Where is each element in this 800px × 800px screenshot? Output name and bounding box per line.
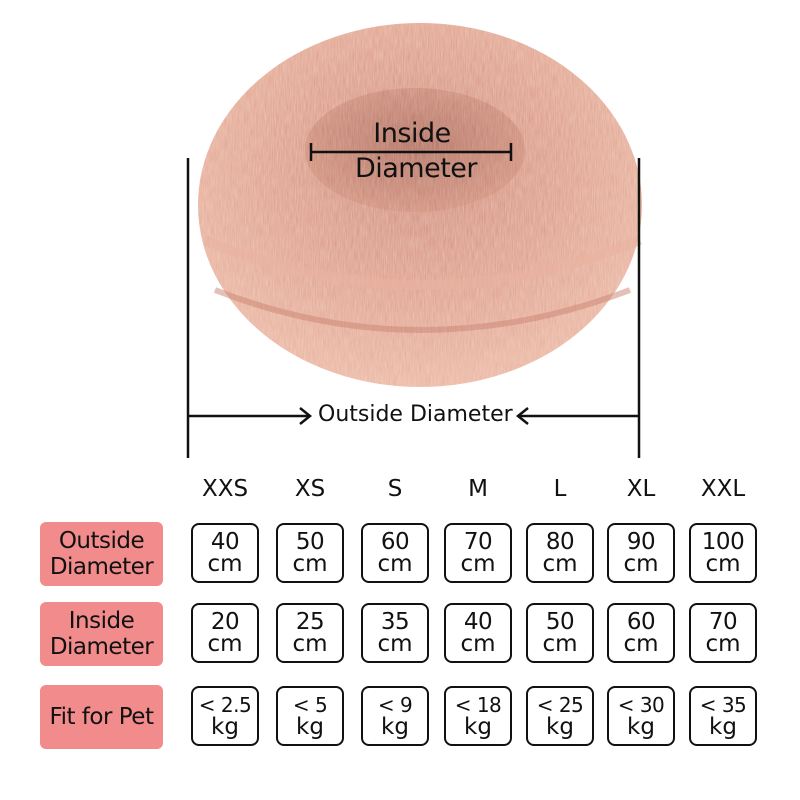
cell-unit: kg bbox=[627, 714, 655, 740]
cell-value: 20 bbox=[210, 609, 240, 635]
outside-diameter-label: Outside Diameter bbox=[318, 402, 513, 427]
cell-unit: cm bbox=[542, 551, 578, 577]
outside-diameter-marker bbox=[186, 158, 641, 458]
inside-label-line2: Diameter bbox=[354, 153, 478, 184]
cell-unit: cm bbox=[292, 631, 328, 657]
cell-value: 60 bbox=[626, 609, 656, 635]
cell-unit: cm bbox=[377, 551, 413, 577]
cell-unit: cm bbox=[460, 551, 496, 577]
cell-unit: cm bbox=[207, 631, 243, 657]
cell-value: < 9 bbox=[377, 693, 413, 717]
cell-value: 50 bbox=[545, 609, 575, 635]
size-header-xs: XS bbox=[294, 476, 326, 502]
cell-unit: kg bbox=[211, 714, 239, 740]
cell-unit: cm bbox=[292, 551, 328, 577]
cell-unit: cm bbox=[207, 551, 243, 577]
cell-value: 25 bbox=[295, 609, 325, 635]
row-label-0: Outside Diameter bbox=[40, 522, 163, 586]
inside-diameter-label: Inside bbox=[312, 118, 512, 149]
size-header-row: XXS XS S M L XL XXL bbox=[0, 476, 800, 510]
cell-unit: cm bbox=[623, 631, 659, 657]
cell-unit: kg bbox=[546, 714, 574, 740]
cell-value: 40 bbox=[463, 609, 493, 635]
cell-unit: cm bbox=[460, 631, 496, 657]
size-header-xxl: XXL bbox=[700, 476, 746, 502]
cell-unit: kg bbox=[464, 714, 492, 740]
inside-diameter-label-2: Diameter bbox=[316, 153, 516, 184]
size-header-s: S bbox=[387, 476, 403, 502]
cell-value: 70 bbox=[463, 529, 493, 555]
row-label-1: Inside Diameter bbox=[40, 602, 163, 666]
pet-bed-image bbox=[198, 23, 642, 387]
size-header-xl: XL bbox=[626, 476, 656, 502]
cell-value: 70 bbox=[708, 609, 738, 635]
cell-unit: kg bbox=[296, 714, 324, 740]
cell-unit: kg bbox=[709, 714, 737, 740]
size-header-m: M bbox=[468, 476, 488, 502]
cell-value: < 5 bbox=[292, 693, 328, 717]
row-label-2: Fit for Pet bbox=[40, 685, 163, 749]
cell-unit: cm bbox=[623, 551, 659, 577]
cell-value: 35 bbox=[380, 609, 410, 635]
cell-value: < 30 bbox=[617, 693, 665, 717]
size-header-xxs: XXS bbox=[201, 476, 249, 502]
cell-value: < 18 bbox=[454, 693, 502, 717]
cell-value: < 2.5 bbox=[198, 693, 252, 717]
cell-value: < 35 bbox=[699, 693, 747, 717]
cell-unit: cm bbox=[705, 551, 741, 577]
inside-label-line1: Inside bbox=[373, 118, 451, 149]
cell-unit: cm bbox=[377, 631, 413, 657]
cell-value: 100 bbox=[701, 529, 745, 555]
inside-diameter-marker bbox=[309, 143, 513, 161]
cell-unit: cm bbox=[542, 631, 578, 657]
cell-unit: kg bbox=[381, 714, 409, 740]
cell-value: 40 bbox=[210, 529, 240, 555]
cell-value: 90 bbox=[626, 529, 656, 555]
size-header-l: L bbox=[553, 476, 567, 502]
cell-value: 60 bbox=[380, 529, 410, 555]
cell-value: < 25 bbox=[536, 693, 584, 717]
cell-value: 80 bbox=[545, 529, 575, 555]
cell-unit: cm bbox=[705, 631, 741, 657]
pet-bed-figure bbox=[186, 23, 642, 458]
cell-value: 50 bbox=[295, 529, 325, 555]
